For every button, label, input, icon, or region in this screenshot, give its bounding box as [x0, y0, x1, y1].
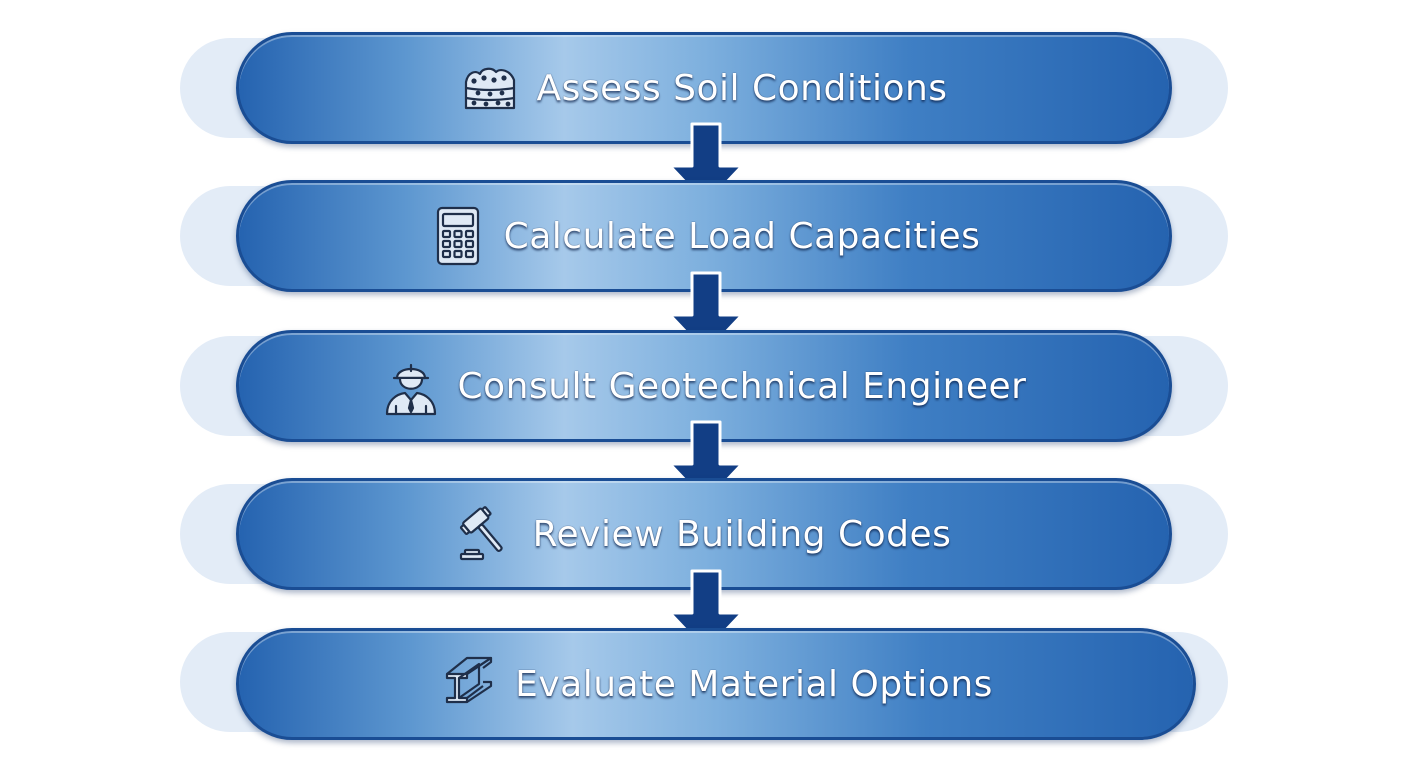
step-consult-engineer: Consult Geotechnical Engineer: [236, 330, 1172, 442]
step-evaluate-materials: Evaluate Material Options: [236, 628, 1196, 740]
gavel-icon: [457, 504, 517, 564]
engineer-icon: [381, 356, 441, 416]
step-label: Calculate Load Capacities: [503, 215, 981, 257]
step-label: Assess Soil Conditions: [536, 67, 948, 109]
step-label: Review Building Codes: [532, 513, 952, 555]
steel-beam-icon: [439, 654, 499, 714]
soil-icon: [460, 58, 520, 118]
step-label: Consult Geotechnical Engineer: [457, 365, 1027, 407]
calculator-icon: [428, 206, 488, 266]
step-label: Evaluate Material Options: [515, 663, 993, 705]
